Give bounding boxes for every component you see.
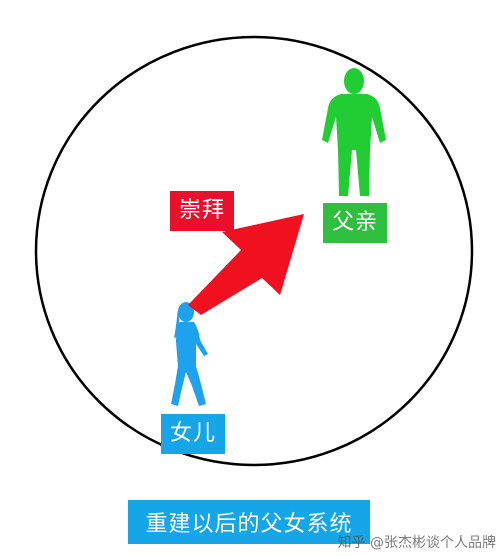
system-circle (34, 35, 474, 467)
worship-label: 崇拜 (170, 191, 234, 231)
diagram-caption: 重建以后的父女系统 (128, 500, 370, 544)
walking-woman-icon (171, 302, 208, 406)
daughter-label: 女儿 (161, 414, 225, 454)
standing-man-icon (322, 68, 386, 196)
source-watermark: 知乎 @张杰彬谈个人品牌 (337, 535, 496, 551)
diagonal-arrow-icon (188, 214, 304, 315)
father-label: 父亲 (323, 203, 387, 243)
